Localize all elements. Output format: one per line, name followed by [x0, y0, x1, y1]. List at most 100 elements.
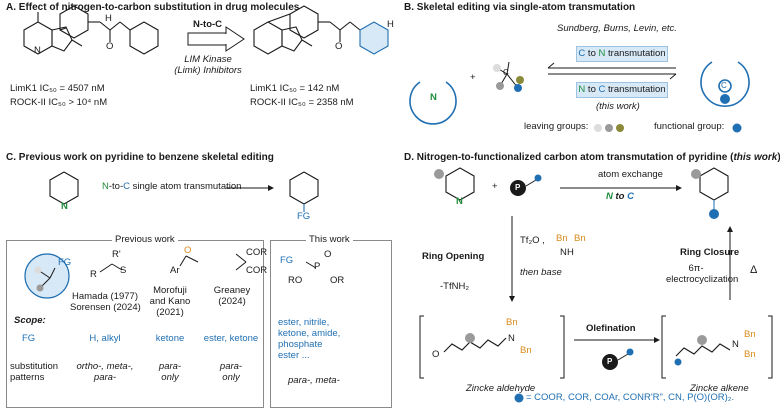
c-to-n-box: C to N transmutation — [576, 46, 668, 62]
electrocyclization: 6π- electrocyclization — [666, 263, 739, 285]
transmutation-label: N-to-C single atom transmutation — [102, 181, 242, 192]
ring-closure: Ring Closure — [680, 247, 740, 258]
fg-value-2: ketone — [155, 333, 185, 344]
functional-group-dot — [720, 94, 730, 104]
atom-c-reagent: C — [503, 68, 509, 77]
left-ic50-1: LimK1 IC₅₀ = 4507 nM — [10, 83, 105, 94]
exchange-n-to-c: N to C — [606, 191, 634, 202]
functional-group-label: functional group: — [654, 121, 725, 132]
panel-b-title: B. Skeletal editing via single-atom tran… — [404, 2, 636, 13]
bn-ald-1: Bn — [506, 317, 518, 328]
leaving-groups-label: leaving groups: — [524, 121, 589, 132]
rp-label: R' — [112, 249, 121, 260]
atom-h-right: H — [387, 19, 394, 30]
ring-right — [700, 61, 750, 107]
o-label: O — [184, 245, 192, 256]
panel-a-title: A. Effect of nitrogen-to-carbon substitu… — [6, 2, 300, 13]
scope-label: Scope: — [14, 315, 46, 326]
fg-row-label: FG — [22, 333, 36, 344]
author-2: Morofuji and Kano (2021) — [149, 285, 191, 318]
this-work-header: This work — [306, 234, 353, 246]
fg-this: FG — [280, 255, 294, 266]
atom-o-ald: O — [432, 349, 440, 360]
brackets — [419, 315, 773, 379]
equilibrium-arrows — [547, 62, 677, 80]
p-reagent-d: P — [515, 183, 521, 192]
atom-h: H — [105, 13, 112, 24]
subst-value-1: ortho-, meta-, para- — [76, 361, 134, 383]
atom-exchange: atom exchange — [598, 169, 663, 180]
arrow-label-bottom: LIM Kinase (Limk) Inhibitors — [174, 54, 242, 76]
o-this-label: O — [324, 249, 332, 260]
tf2o: Tf₂O , — [520, 235, 545, 246]
ring-left — [409, 81, 457, 125]
bn-alk-1: Bn — [744, 329, 756, 340]
atom-c-ring: C — [721, 81, 727, 90]
carbon-reagent — [493, 61, 524, 92]
bn-alk-2: Bn — [744, 349, 756, 360]
bn-amine-1: Bn — [556, 233, 568, 244]
p-olefination: P — [607, 357, 613, 366]
atom-n-alk: N — [732, 339, 739, 350]
panel-c-title: C. Previous work on pyridine to benzene … — [6, 152, 274, 163]
minus-tfnh2: -TfNH₂ — [440, 281, 470, 292]
benzene-c — [289, 171, 319, 212]
fg-c: FG — [297, 211, 311, 222]
this-subst-value: para-, meta- — [288, 375, 340, 386]
cor-label-2: COR — [246, 265, 268, 276]
arrow-label-top: N-to-C — [193, 19, 223, 30]
p-label: P — [314, 261, 321, 272]
reaction-arrow-a — [187, 26, 245, 52]
atom-n-d: N — [456, 196, 463, 207]
atom-n-ald: N — [508, 333, 515, 344]
zincke-alkene-chain — [675, 343, 731, 357]
zincke-aldehyde-chain — [443, 337, 507, 353]
subst-value-3: para- only — [219, 361, 243, 383]
olefination: Olefination — [586, 323, 636, 334]
pyridine-c — [49, 171, 79, 205]
subst-label: substitution patterns — [10, 361, 59, 383]
delta: Δ — [750, 264, 758, 276]
subst-value-2: para- only — [158, 361, 182, 383]
atom-o-right: O — [335, 41, 343, 52]
right-ic50-1: LimK1 IC₅₀ = 142 nM — [250, 83, 340, 94]
author-3: Greaney (2024) — [213, 285, 251, 307]
authors-b: Sundberg, Burns, Levin, etc. — [557, 23, 677, 34]
bn-amine-2: Bn — [574, 233, 586, 244]
ring-opening: Ring Opening — [422, 251, 485, 262]
footer-fg: = COOR, COR, COAr, CONR'R", CN, P(O)(OR)… — [526, 392, 735, 403]
cor-label-1: COR — [246, 247, 268, 258]
right-ic50-2: ROCK-II IC₅₀ = 2358 nM — [250, 97, 354, 108]
fg-struct-1: FG — [58, 257, 72, 268]
phosphorus-reagent-d — [510, 180, 526, 196]
drug-molecule-left — [23, 5, 159, 55]
this-work-b: (this work) — [596, 101, 640, 112]
r-label: R — [90, 269, 97, 280]
fg-value-3: ester, ketone — [203, 333, 259, 344]
left-ic50-2: ROCK-II IC₅₀ > 10⁴ nM — [10, 97, 108, 108]
atom-n-c: N — [61, 201, 68, 212]
benzene-ring-highlight — [359, 21, 389, 55]
plus-d: + — [492, 181, 498, 192]
author-1: Hamada (1977) Sorensen (2024) — [70, 291, 141, 313]
legend-dots — [594, 123, 742, 133]
atom-n: N — [34, 45, 41, 56]
s-label: S — [120, 265, 127, 276]
ar-label: Ar — [170, 265, 180, 276]
zincke-aldehyde: Zincke aldehyde — [466, 383, 536, 394]
nh-amine: N — [560, 247, 567, 258]
drug-molecule-right — [253, 5, 361, 55]
this-fg-value: ester, nitrile, ketone, amide, phosphate… — [278, 317, 341, 361]
n-to-c-box: N to C transmutation — [576, 82, 668, 98]
plus-b: + — [470, 72, 476, 83]
atom-o: O — [106, 41, 114, 52]
zincke-alkene: Zincke alkene — [690, 383, 749, 394]
then-base: then base — [520, 267, 562, 278]
ro-label: RO — [288, 275, 303, 286]
panel-d-title: D. Nitrogen-to-functionalized carbon ato… — [404, 152, 780, 163]
or-label: OR — [330, 275, 345, 286]
previous-work-header: Previous work — [112, 234, 178, 246]
fg-value-1: H, alkyl — [89, 333, 121, 344]
benzene-d — [699, 167, 729, 201]
